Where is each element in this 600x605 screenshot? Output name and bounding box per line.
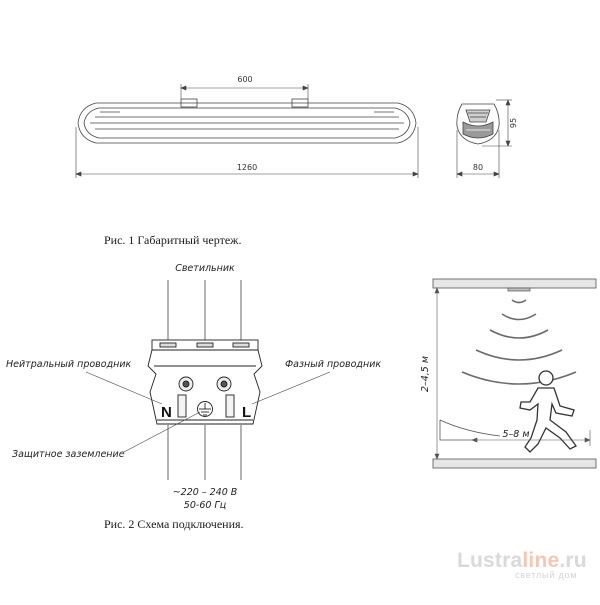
watermark-brand-b: line <box>522 549 560 572</box>
figure-1-caption: Рис. 1 Габаритный чертеж. <box>104 233 242 247</box>
detection-waves <box>461 299 577 385</box>
walking-person-icon <box>519 370 577 453</box>
range-dimension <box>439 419 591 446</box>
watermark-logo: Lustraline.ru <box>457 549 587 573</box>
dim-length-label: 1260 <box>237 163 257 172</box>
label-ground: Защитное заземление <box>12 449 125 460</box>
watermark-tagline: светлый дом <box>515 570 578 580</box>
figure-2-caption: Рис. 2 Схема подключения. <box>104 517 244 531</box>
label-frequency: 50-60 Гц <box>184 500 226 511</box>
watermark-brand-c: .ru <box>559 549 587 572</box>
height-dimension <box>434 287 440 460</box>
luminaire-end-view <box>456 103 500 145</box>
range-label: 5–8 м <box>502 429 529 440</box>
dimension-mount <box>180 84 309 99</box>
leader-lines <box>85 371 331 453</box>
floor-slab <box>432 458 597 469</box>
ceiling-slab <box>432 278 597 289</box>
terminal-l: L <box>242 404 251 421</box>
dim-width-label: 80 <box>473 163 483 172</box>
dimension-width <box>456 130 500 178</box>
label-voltage: ~220 – 240 В <box>173 487 238 498</box>
label-luminaire: Светильник <box>175 263 235 274</box>
wires <box>167 280 242 480</box>
luminaire-side-view <box>77 98 417 144</box>
label-neutral: Нейтральный проводник <box>6 359 132 370</box>
dim-mount-label: 600 <box>237 75 252 84</box>
dim-height-label: 95 <box>509 118 518 128</box>
label-phase: Фазный проводник <box>285 359 381 370</box>
terminal-n: N <box>161 404 172 421</box>
terminal-block <box>147 339 263 425</box>
dimension-height <box>482 99 512 147</box>
mount-height-label: 2–4,5 м <box>420 356 431 392</box>
dimension-length <box>75 127 419 178</box>
watermark-brand-a: Lustra <box>457 549 523 572</box>
sensor <box>507 287 531 292</box>
